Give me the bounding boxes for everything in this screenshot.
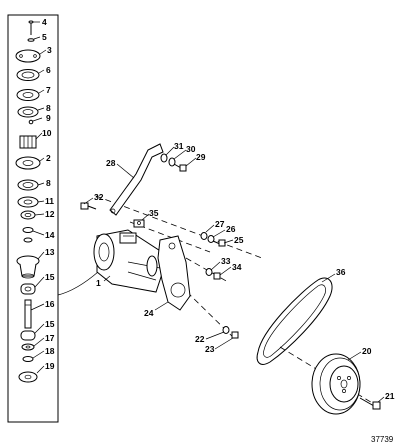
part-plate-2 <box>15 156 41 170</box>
callout-15-lower: 15 <box>45 319 55 329</box>
callout-6: 6 <box>46 65 51 75</box>
callout-36: 36 <box>336 267 346 277</box>
part-washer-22 <box>222 326 230 334</box>
callout-26: 26 <box>226 224 236 234</box>
part-pulley-20 <box>311 353 361 415</box>
callout-18: 18 <box>45 346 55 356</box>
callout-16: 16 <box>45 299 55 309</box>
part-washer-31 <box>160 153 168 163</box>
callout-12: 12 <box>45 209 55 219</box>
callout-28: 28 <box>106 158 116 168</box>
callout-33: 33 <box>221 256 231 266</box>
callout-10: 10 <box>42 128 52 138</box>
part-fitting-35 <box>133 219 145 228</box>
part-plate-7 <box>16 89 40 101</box>
callout-22: 22 <box>195 334 205 344</box>
callout-11: 11 <box>45 196 54 206</box>
leader-lines <box>30 21 385 403</box>
part-seal-12 <box>20 210 36 220</box>
callout-7: 7 <box>46 85 51 95</box>
mounting-axis-bracket <box>186 291 237 341</box>
callout-2: 2 <box>46 153 51 163</box>
callout-19: 19 <box>45 361 55 371</box>
callout-8: 8 <box>46 103 51 113</box>
callout-31: 31 <box>174 141 184 151</box>
callout-34: 34 <box>232 262 242 272</box>
callout-15: 15 <box>45 272 55 282</box>
panel-connector-line <box>57 271 99 296</box>
part-bolt-29 <box>173 163 187 172</box>
callout-35: 35 <box>149 208 159 218</box>
part-belt-36 <box>256 277 333 365</box>
part-plate-11 <box>17 196 39 208</box>
part-o-ring-14 <box>22 227 34 243</box>
part-bearing-15-upper <box>20 283 36 295</box>
callout-5: 5 <box>42 32 47 42</box>
part-cap-19 <box>18 371 38 383</box>
drawing-number: 37739 <box>371 435 394 444</box>
part-seal-17 <box>21 343 35 351</box>
pump-parts-stack-panel <box>7 14 59 423</box>
callout-14: 14 <box>45 230 55 240</box>
part-washer-27 <box>200 232 208 240</box>
callout-20: 20 <box>362 346 372 356</box>
part-washer-33 <box>205 268 213 276</box>
callout-1: 1 <box>96 278 101 288</box>
part-washer-30 <box>168 157 176 167</box>
part-pump-1 <box>93 229 169 293</box>
part-screw-4 <box>28 20 34 35</box>
callout-25: 25 <box>234 235 244 245</box>
part-washer-5 <box>27 38 35 42</box>
part-ring-18 <box>22 356 34 362</box>
part-bearing-15-lower <box>20 330 36 341</box>
part-key-9 <box>28 119 34 125</box>
callout-13: 13 <box>45 247 55 257</box>
part-bolt-23 <box>231 331 239 339</box>
callout-29: 29 <box>196 152 206 162</box>
callout-8-lower: 8 <box>46 178 51 188</box>
callout-24: 24 <box>144 308 154 318</box>
part-pump-body-13 <box>16 255 40 279</box>
part-gasket-8-lower <box>17 179 39 191</box>
callout-27: 27 <box>215 219 225 229</box>
part-gasket-6 <box>16 69 40 81</box>
callout-4: 4 <box>42 17 47 27</box>
callout-21: 21 <box>385 391 395 401</box>
part-bracket-24 <box>157 235 191 311</box>
callout-3: 3 <box>47 45 52 55</box>
callout-labels: 4 5 3 6 7 8 9 10 2 8 11 12 14 13 15 16 1… <box>42 17 395 401</box>
part-washer-26 <box>207 235 215 243</box>
callout-17: 17 <box>45 333 55 343</box>
part-bolt-32 <box>80 202 97 210</box>
part-shaft-16 <box>24 299 32 329</box>
part-bolt-25 <box>212 239 226 247</box>
callout-32: 32 <box>94 192 104 202</box>
part-cover-plate-3 <box>15 49 41 63</box>
part-bolt-21 <box>359 397 381 410</box>
callout-9: 9 <box>46 113 51 123</box>
part-bolt-34 <box>213 272 221 280</box>
callout-23: 23 <box>205 344 215 354</box>
part-gasket-8-upper <box>17 106 39 118</box>
part-impeller-10 <box>19 135 37 149</box>
part-brace-28 <box>109 143 164 216</box>
callout-30: 30 <box>186 144 196 154</box>
